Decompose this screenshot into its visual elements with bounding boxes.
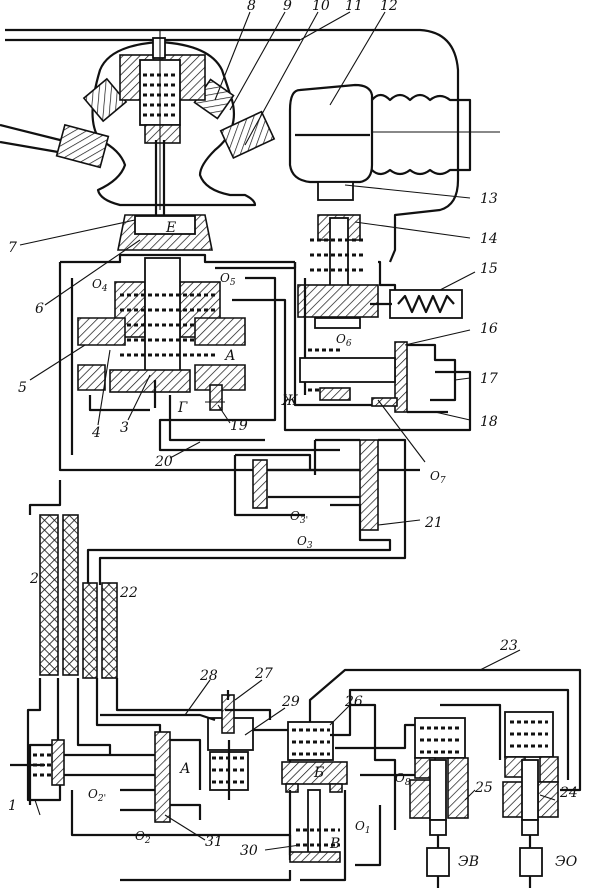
label-26: 26 — [344, 694, 363, 710]
pipes — [26, 514, 225, 802]
label-8: 8 — [247, 0, 256, 14]
label-28: 28 — [199, 668, 218, 684]
orifice-o1: О1 — [355, 819, 371, 836]
label-15: 15 — [480, 261, 498, 277]
label-25: 25 — [474, 780, 493, 796]
chamber-e: Е — [165, 220, 176, 236]
valve-eo-label: ЭО — [555, 854, 578, 870]
chamber-b: Б — [313, 765, 324, 781]
label-1: 1 — [8, 798, 17, 814]
label-13: 13 — [480, 191, 498, 207]
chamber-zh: Ж — [281, 393, 299, 409]
label-6: 6 — [35, 301, 44, 317]
orifice-o2: О2 — [135, 829, 151, 846]
lower-valve-assembly — [10, 668, 582, 888]
orifice-o5: О5 — [220, 271, 236, 288]
label-24: 24 — [559, 785, 578, 801]
upper-housing — [0, 28, 460, 263]
orifice-o2-prime: О2' — [88, 787, 106, 804]
orifice-o7: О7 — [430, 469, 446, 486]
upper-valve-body — [58, 214, 472, 472]
label-16: 16 — [480, 321, 498, 337]
right-upper-valve — [293, 214, 463, 414]
label-14: 14 — [480, 231, 498, 247]
leader-lines — [19, 11, 556, 851]
orifice-o4: О4 — [92, 277, 108, 294]
label-12: 12 — [380, 0, 398, 14]
label-5: 5 — [18, 380, 27, 396]
label-22: 22 — [119, 585, 138, 601]
label-11: 11 — [345, 0, 363, 14]
chamber-v: В — [329, 836, 340, 852]
bellows-actuator — [288, 83, 500, 201]
valve-ev-label: ЭВ — [458, 854, 479, 870]
label-9: 9 — [283, 0, 292, 14]
label-20: 20 — [154, 454, 173, 470]
orifice-labels: О4 О5 О6 О7 О3' О3 О2' О2 О1 О8 — [88, 271, 446, 846]
label-18: 18 — [480, 414, 498, 430]
label-23: 23 — [499, 638, 518, 654]
electro-valve-labels: ЭВ ЭО — [458, 854, 578, 870]
orifice-o3: О3 — [297, 534, 313, 551]
orifice-o8: О8 — [395, 771, 411, 788]
label-19: 19 — [230, 418, 248, 434]
label-21: 21 — [424, 515, 443, 531]
label-30: 30 — [240, 843, 258, 859]
label-17: 17 — [480, 371, 498, 387]
label-10: 10 — [312, 0, 330, 14]
orifice-o6: О6 — [336, 332, 352, 349]
chamber-a-lower: А — [179, 761, 191, 777]
label-31: 31 — [205, 834, 223, 850]
part-labels: 8 9 10 11 12 13 14 15 16 17 18 7 6 5 4 3… — [8, 0, 578, 859]
orifice-o3-prime: О3' — [290, 509, 308, 526]
label-7: 7 — [8, 240, 17, 256]
chamber-labels: Е А Г Ж А Б В — [165, 220, 340, 852]
label-29: 29 — [281, 694, 300, 710]
chamber-g: Г — [177, 400, 188, 416]
label-2: 2 — [29, 571, 39, 587]
label-4: 4 — [91, 425, 101, 441]
label-27: 27 — [254, 666, 273, 682]
label-3: 3 — [120, 420, 129, 436]
relay-valve — [28, 438, 407, 585]
chamber-a-upper: А — [224, 348, 236, 364]
